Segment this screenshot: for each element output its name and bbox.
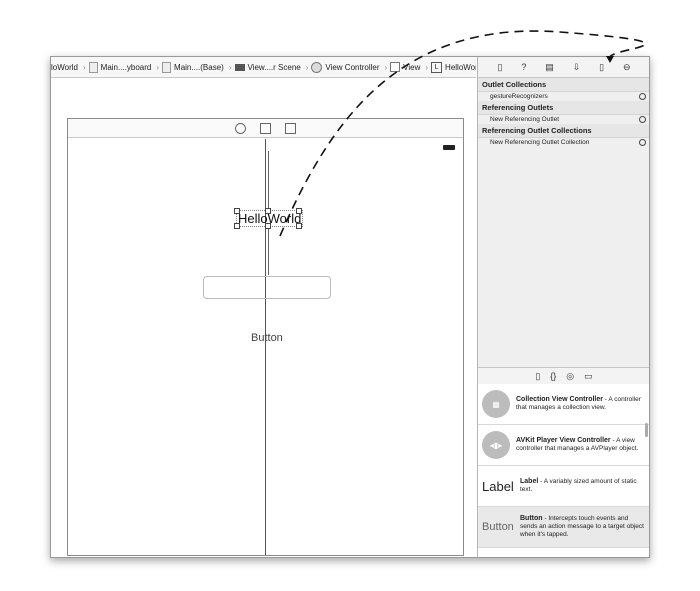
- outlet-row[interactable]: New Referencing Outlet Collection: [478, 138, 649, 147]
- referencing-outlet-collections-header: Referencing Outlet Collections: [478, 124, 649, 138]
- xcode-window: loWorld› Main....yboard› Main....(Base)›…: [50, 56, 650, 558]
- breadcrumb-scene[interactable]: View....r Scene: [234, 63, 301, 72]
- battery-icon: [443, 145, 455, 150]
- first-responder-icon[interactable]: [260, 122, 271, 134]
- top-constraint-guide: [268, 151, 269, 211]
- library-scrollbar[interactable]: [645, 423, 648, 437]
- resize-handle[interactable]: [234, 223, 240, 229]
- referencing-outlets-header: Referencing Outlets: [478, 101, 649, 115]
- identity-inspector-icon[interactable]: ▤: [545, 61, 554, 72]
- button[interactable]: Button: [251, 332, 283, 344]
- view-controller-scene[interactable]: HelloWorld Button: [67, 118, 464, 556]
- breadcrumb-storyboard[interactable]: Main....yboard: [88, 61, 151, 73]
- connection-circle-icon[interactable]: [639, 93, 646, 100]
- scene-dock: [68, 119, 463, 138]
- resize-handle[interactable]: [296, 223, 302, 229]
- outlet-collections-header: Outlet Collections: [478, 78, 649, 92]
- library-item[interactable]: Label Label - A variably sized amount of…: [478, 466, 649, 507]
- connection-circle-icon[interactable]: [639, 139, 646, 146]
- breadcrumb-base[interactable]: Main....(Base): [162, 61, 224, 73]
- view-controller-icon: [311, 61, 323, 73]
- object-library-icon[interactable]: ◎: [566, 370, 575, 381]
- attributes-inspector-icon[interactable]: ⇩: [572, 61, 581, 72]
- storyboard-file-icon: [162, 61, 172, 73]
- text-field[interactable]: [203, 276, 331, 299]
- library-item[interactable]: ◂▮▸ AVKit Player View Controller - A vie…: [478, 425, 649, 466]
- file-template-icon[interactable]: ▯: [535, 370, 541, 381]
- storyboard-file-icon: [88, 61, 98, 73]
- button-preview: Button: [482, 521, 514, 533]
- quick-help-icon[interactable]: ?: [521, 62, 527, 72]
- resize-handle[interactable]: [265, 223, 271, 229]
- file-inspector-icon[interactable]: ▯: [497, 61, 503, 72]
- size-inspector-icon[interactable]: ▯: [599, 61, 605, 72]
- vertical-center-guide: [265, 139, 266, 555]
- bottom-constraint-guide: [268, 227, 269, 275]
- media-library-icon[interactable]: ▭: [584, 370, 593, 381]
- breadcrumb-view[interactable]: View: [390, 62, 420, 72]
- view-controller-icon[interactable]: [235, 122, 246, 134]
- view-icon: [390, 62, 401, 72]
- label-preview: Label: [482, 478, 514, 494]
- outlet-row[interactable]: gestureRecognizers: [478, 92, 649, 101]
- collection-view-controller-icon: ▦: [482, 390, 510, 418]
- avkit-player-icon: ◂▮▸: [482, 431, 510, 459]
- inspector-tabs: ▯ ? ▤ ⇩ ▯ ⊖: [478, 57, 649, 78]
- breadcrumb-label[interactable]: LHelloWorld: [431, 61, 476, 73]
- connections-inspector-icon[interactable]: ⊖: [622, 61, 631, 72]
- resize-handle[interactable]: [265, 208, 271, 214]
- scene-icon: [234, 63, 245, 71]
- connection-circle-icon[interactable]: [639, 116, 646, 123]
- breadcrumb-project[interactable]: loWorld: [51, 62, 78, 72]
- outlet-row[interactable]: New Referencing Outlet: [478, 115, 649, 124]
- code-snippet-icon[interactable]: {}: [550, 371, 557, 381]
- library-item[interactable]: ▦ Collection View Controller - A control…: [478, 384, 649, 425]
- object-library-list[interactable]: ▦ Collection View Controller - A control…: [478, 384, 649, 557]
- jump-bar: loWorld› Main....yboard› Main....(Base)›…: [51, 57, 476, 78]
- inspector-panel: ▯ ? ▤ ⇩ ▯ ⊖ Outlet Collections gestureRe…: [477, 57, 649, 557]
- storyboard-canvas[interactable]: › HelloWorld Button: [51, 78, 476, 557]
- breadcrumb-view-controller[interactable]: View Controller: [311, 61, 380, 73]
- label-icon: L: [431, 61, 443, 73]
- exit-icon[interactable]: [285, 122, 296, 134]
- resize-handle[interactable]: [234, 208, 240, 214]
- resize-handle[interactable]: [296, 208, 302, 214]
- library-item[interactable]: Button Button - Intercepts touch events …: [478, 507, 649, 548]
